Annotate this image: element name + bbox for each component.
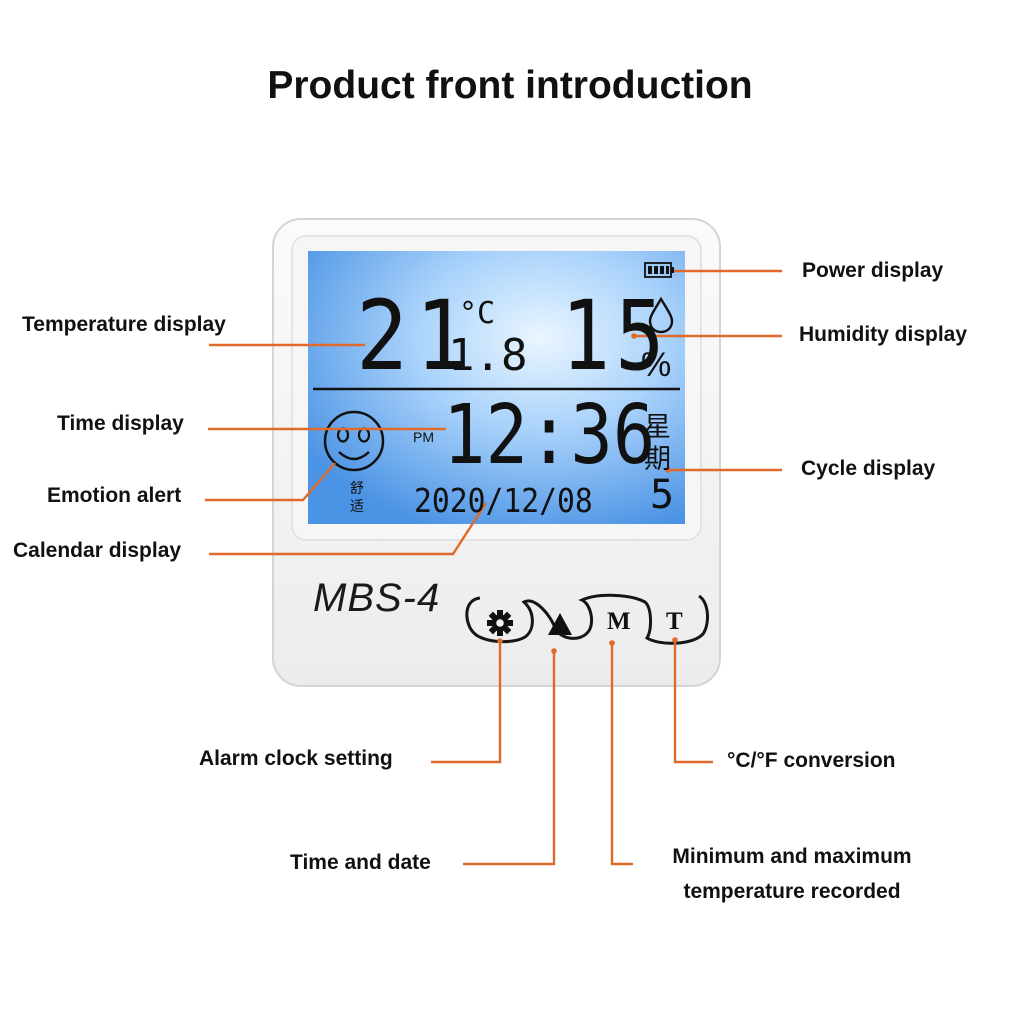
weekday-value: 5 (650, 472, 675, 518)
temperature-unit: °C (459, 296, 496, 331)
time-value: 12:36 (443, 388, 656, 483)
label-calendar: Calendar display (13, 539, 182, 562)
humidity-value: 15 (561, 280, 670, 392)
water-drop-icon (648, 296, 674, 334)
comfort-char-2: 适 (350, 499, 364, 515)
label-cycle: Cycle display (801, 457, 936, 480)
model-name: MBS-4 (313, 576, 441, 620)
label-humidity: Humidity display (799, 323, 968, 346)
humidity-unit: % (641, 346, 672, 384)
label-time-date: Time and date (290, 851, 431, 874)
temperature-integer: 21 (356, 280, 475, 392)
t-button[interactable]: T (666, 608, 683, 635)
weekday-char-2: 期 (644, 444, 671, 475)
temperature-decimal: 1.8 (448, 330, 528, 381)
gear-icon[interactable] (487, 610, 513, 636)
lcd-screen (308, 251, 685, 524)
date-value: 2020/12/08 (414, 481, 593, 520)
label-alarm: Alarm clock setting (199, 747, 393, 770)
label-emotion: Emotion alert (47, 484, 182, 507)
label-time: Time display (57, 412, 184, 435)
m-button[interactable]: M (607, 608, 631, 635)
page-title: Product front introduction (267, 64, 753, 107)
leader-dots (497, 333, 678, 654)
weekday-char-1: 星 (644, 412, 671, 443)
label-temperature: Temperature display (22, 313, 226, 336)
label-conversion: °C/°F conversion (727, 749, 896, 772)
leader-lines (205, 269, 782, 866)
label-minmax-line1: Minimum and maximum (672, 845, 912, 868)
comfort-char-1: 舒 (350, 481, 364, 497)
battery-icon (644, 262, 674, 278)
triangle-up-icon[interactable] (548, 613, 572, 635)
button-wave-line (465, 593, 709, 645)
label-minmax-line2: temperature recorded (683, 880, 901, 903)
time-meridiem: PM (413, 429, 434, 445)
label-power: Power display (802, 259, 944, 282)
